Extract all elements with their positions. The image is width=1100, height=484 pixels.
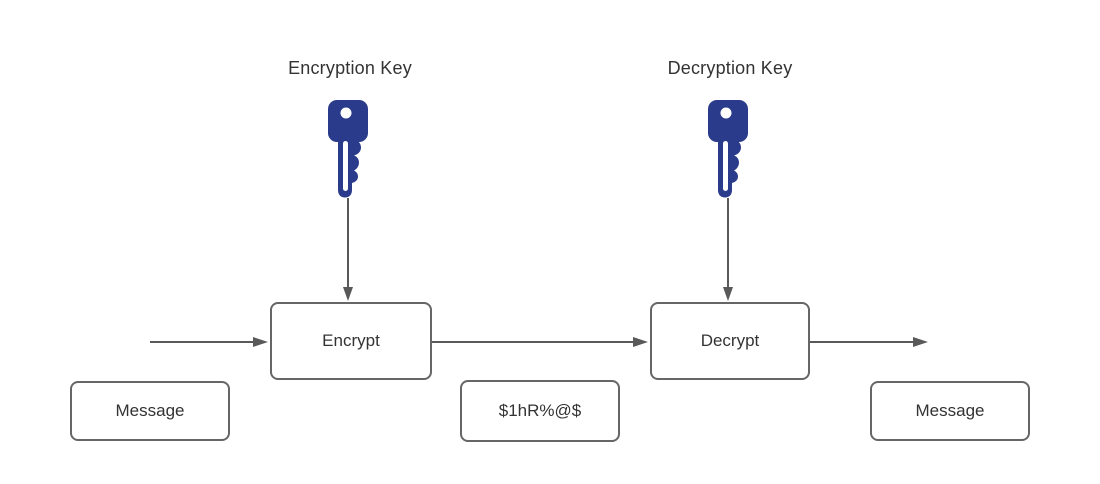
encryption-key-label: Encryption Key (288, 58, 412, 78)
arrow-out-of-decrypt (810, 337, 928, 347)
message-right-box: Message (870, 381, 1030, 441)
decryption-key-icon (708, 100, 748, 200)
decrypt-box-label: Decrypt (700, 331, 760, 350)
arrow-encrypt-to-decrypt (432, 337, 648, 347)
encrypt-box: Encrypt (270, 302, 432, 380)
encrypt-box-label: Encrypt (322, 331, 380, 350)
arrow-encryption-key-to-encrypt (343, 198, 353, 301)
message-left-label: Message (115, 401, 185, 420)
encryption-key-icon (328, 100, 368, 200)
decrypt-box: Decrypt (650, 302, 810, 380)
message-left-box: Message (70, 381, 230, 441)
arrow-into-encrypt (150, 337, 268, 347)
message-right-label: Message (915, 401, 985, 420)
ciphertext-label: $1hR%@$ (498, 401, 582, 420)
arrow-decryption-key-to-decrypt (723, 198, 733, 301)
decryption-key-label: Decryption Key (667, 58, 793, 78)
ciphertext-box: $1hR%@$ (460, 380, 620, 442)
